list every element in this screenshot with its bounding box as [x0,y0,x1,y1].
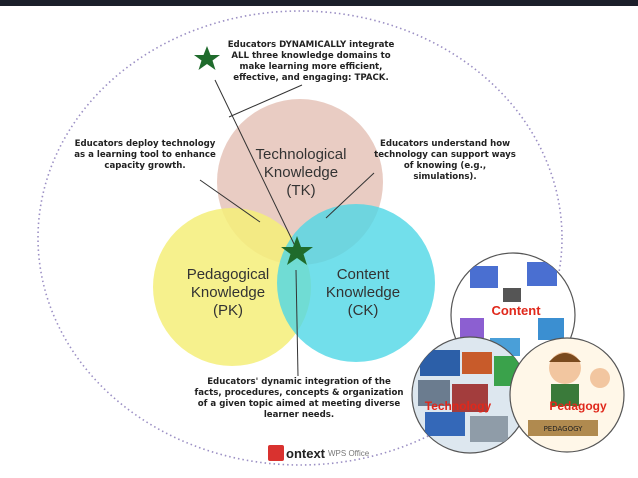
tk-label-line2: Knowledge [263,164,339,181]
note-top: Educators DYNAMICALLY integrate ALL thre… [227,40,395,83]
wps-watermark: ontext WPS Office [268,443,369,463]
outer-ring [37,10,563,466]
wps-brand: ontext [286,445,325,461]
pedagogy-sign-label: PEDAGOGY [544,425,584,433]
pk-circle [153,208,311,366]
top-bar [0,0,638,6]
illustration-group: Content Technology Pedagogy PEDAGOGY [411,252,625,454]
ck-label-line2: Knowledge [325,284,401,301]
pk-label-line2: Knowledge [190,284,266,301]
pedagogy-label: Pedagogy [549,399,607,413]
ck-label-line3: (CK) [347,302,379,319]
pk-label-line1: Pedagogical [186,266,270,283]
pointer-top-b [228,84,303,118]
content-label: Content [491,303,541,318]
wps-product: WPS Office [328,448,370,458]
star-icon [194,46,220,70]
pointer-left [199,179,261,223]
pointer-right [325,172,375,219]
ck-label: Content Knowledge (CK) [315,266,411,320]
note-right: Educators understand how technology can … [374,139,516,182]
pk-label: Pedagogical Knowledge (PK) [176,266,280,320]
tk-label-line1: Technological [255,146,347,163]
note-bottom: Educators' dynamic integration of the fa… [194,377,404,420]
wps-logo-icon [268,445,284,461]
tk-label-line3: (TK) [286,182,316,199]
tk-label: Technological Knowledge (TK) [248,146,354,200]
pointer-top [214,79,297,249]
star-icon [281,236,313,265]
ck-circle [277,204,435,362]
ck-label-line1: Content [336,266,390,283]
pk-label-line3: (PK) [213,302,243,319]
technology-label: Technology [425,399,492,413]
pointer-bottom [295,269,299,377]
note-left: Educators deploy technology as a learnin… [74,139,216,171]
